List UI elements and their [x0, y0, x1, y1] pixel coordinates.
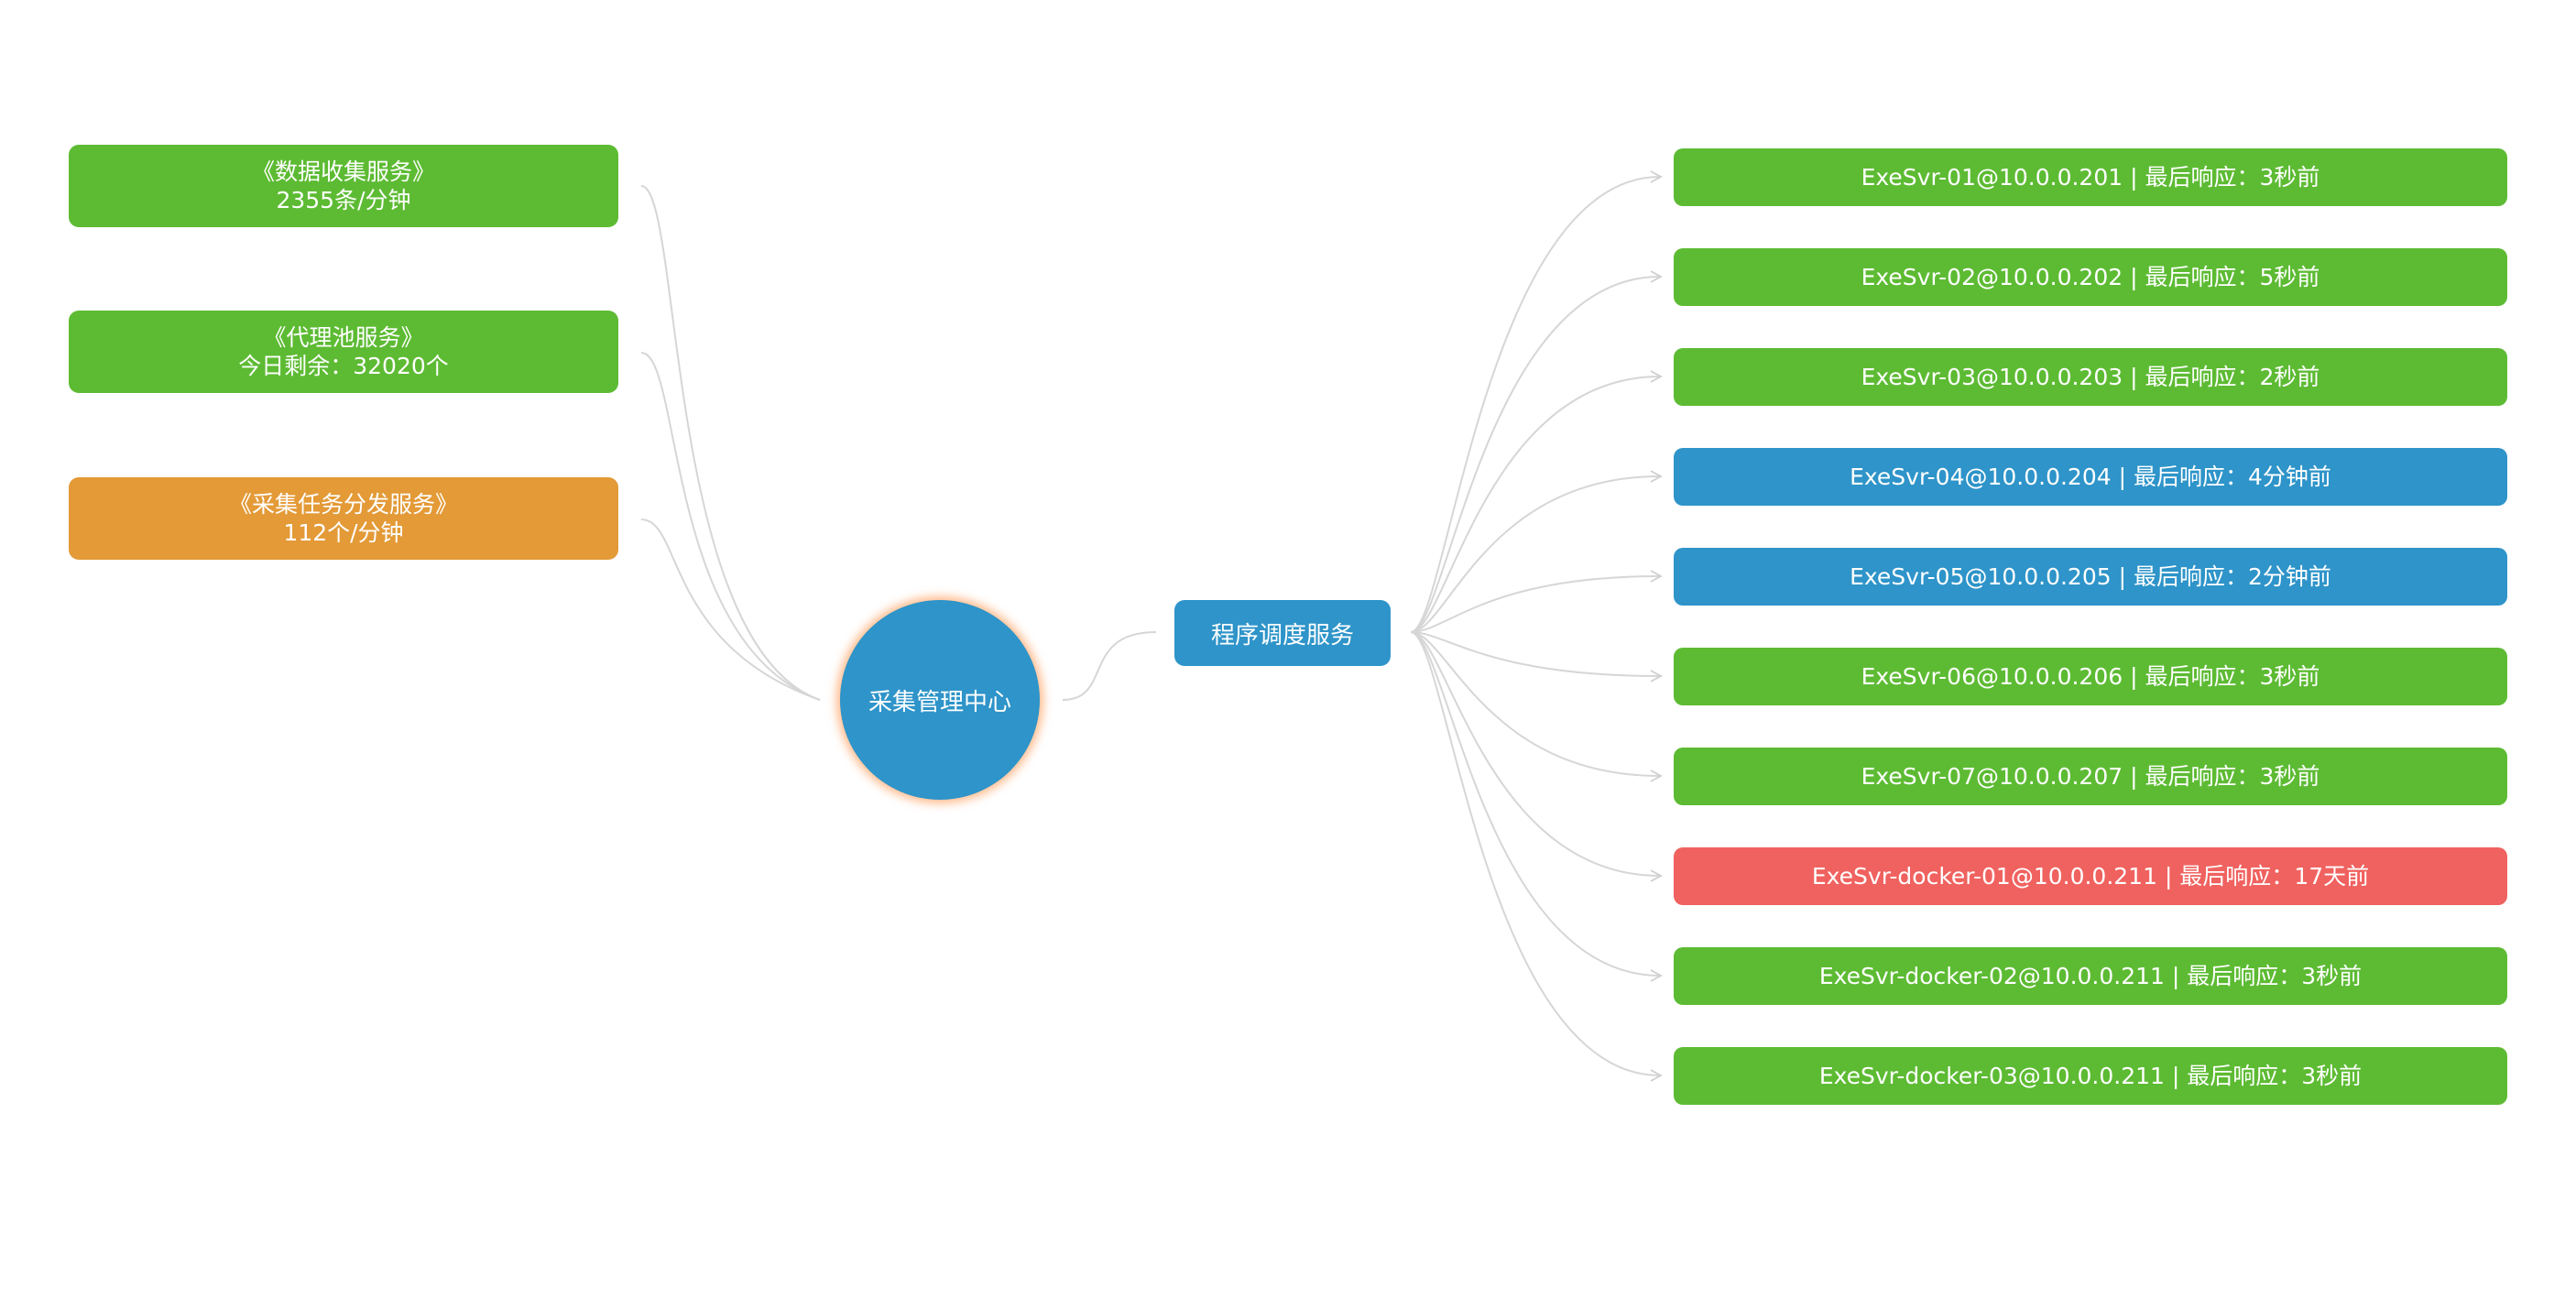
node-subtitle: 2355条/分钟 — [276, 187, 411, 213]
node-title: 《代理池服务》 — [263, 324, 424, 351]
server-node-exesvr-docker-03[interactable]: ExeSvr-docker-03@10.0.0.211 | 最后响应：3秒前 — [1674, 1047, 2507, 1105]
server-node-exesvr-02[interactable]: ExeSvr-02@10.0.0.202 | 最后响应：5秒前 — [1674, 248, 2507, 306]
task-dispatch-service-node[interactable]: 《采集任务分发服务》 112个/分钟 — [69, 477, 618, 560]
edge-scheduler-to-server — [1410, 370, 1663, 633]
edge-scheduler-to-server — [1410, 570, 1663, 633]
node-title: 《采集任务分发服务》 — [228, 491, 458, 518]
server-label: ExeSvr-04@10.0.0.204 | 最后响应：4分钟前 — [1850, 464, 2331, 490]
node-title: 《数据收集服务》 — [251, 158, 435, 185]
edge-scheduler-to-server — [1410, 631, 1663, 1082]
server-node-exesvr-05[interactable]: ExeSvr-05@10.0.0.205 | 最后响应：2分钟前 — [1674, 548, 2507, 606]
edge-left-to-center — [640, 352, 821, 701]
collection-management-center-node[interactable]: 采集管理中心 — [840, 600, 1040, 800]
program-scheduler-node[interactable]: 程序调度服务 — [1174, 600, 1391, 666]
edge-center-to-scheduler — [1062, 631, 1157, 701]
node-subtitle: 今日剩余：32020个 — [238, 353, 449, 379]
server-node-exesvr-01[interactable]: ExeSvr-01@10.0.0.201 | 最后响应：3秒前 — [1674, 148, 2507, 206]
server-node-exesvr-06[interactable]: ExeSvr-06@10.0.0.206 | 最后响应：3秒前 — [1674, 648, 2507, 705]
center-label: 采集管理中心 — [868, 688, 1011, 716]
edge-scheduler-to-server — [1410, 631, 1663, 982]
server-label: ExeSvr-07@10.0.0.207 | 最后响应：3秒前 — [1861, 763, 2320, 790]
data-collection-service-node[interactable]: 《数据收集服务》 2355条/分钟 — [69, 145, 618, 227]
edge-scheduler-to-server — [1410, 270, 1663, 633]
edge-scheduler-to-server — [1410, 631, 1663, 882]
server-label: ExeSvr-docker-03@10.0.0.211 | 最后响应：3秒前 — [1818, 1063, 2363, 1089]
edge-scheduler-to-server — [1410, 470, 1663, 633]
server-label: ExeSvr-02@10.0.0.202 | 最后响应：5秒前 — [1861, 264, 2320, 290]
edge-scheduler-to-server — [1410, 170, 1663, 633]
proxy-pool-service-node[interactable]: 《代理池服务》 今日剩余：32020个 — [69, 311, 618, 393]
node-subtitle: 112个/分钟 — [283, 519, 404, 546]
scheduler-label: 程序调度服务 — [1210, 621, 1354, 650]
server-label: ExeSvr-05@10.0.0.205 | 最后响应：2分钟前 — [1850, 563, 2331, 590]
server-label: ExeSvr-01@10.0.0.201 | 最后响应：3秒前 — [1861, 164, 2320, 191]
server-label: ExeSvr-03@10.0.0.203 | 最后响应：2秒前 — [1861, 364, 2320, 390]
server-node-exesvr-07[interactable]: ExeSvr-07@10.0.0.207 | 最后响应：3秒前 — [1674, 748, 2507, 805]
server-node-exesvr-docker-02[interactable]: ExeSvr-docker-02@10.0.0.211 | 最后响应：3秒前 — [1674, 947, 2507, 1005]
server-label: ExeSvr-docker-02@10.0.0.211 | 最后响应：3秒前 — [1818, 963, 2363, 989]
server-node-exesvr-docker-01[interactable]: ExeSvr-docker-01@10.0.0.211 | 最后响应：17天前 — [1674, 847, 2507, 905]
server-node-exesvr-03[interactable]: ExeSvr-03@10.0.0.203 | 最后响应：2秒前 — [1674, 348, 2507, 406]
edge-scheduler-to-server — [1410, 631, 1663, 782]
edge-left-to-center — [640, 519, 821, 701]
server-node-exesvr-04[interactable]: ExeSvr-04@10.0.0.204 | 最后响应：4分钟前 — [1674, 448, 2507, 506]
edge-left-to-center — [640, 185, 821, 701]
edge-scheduler-to-server — [1410, 631, 1663, 682]
server-label: ExeSvr-06@10.0.0.206 | 最后响应：3秒前 — [1861, 663, 2320, 690]
server-label: ExeSvr-docker-01@10.0.0.211 | 最后响应：17天前 — [1811, 863, 2370, 890]
